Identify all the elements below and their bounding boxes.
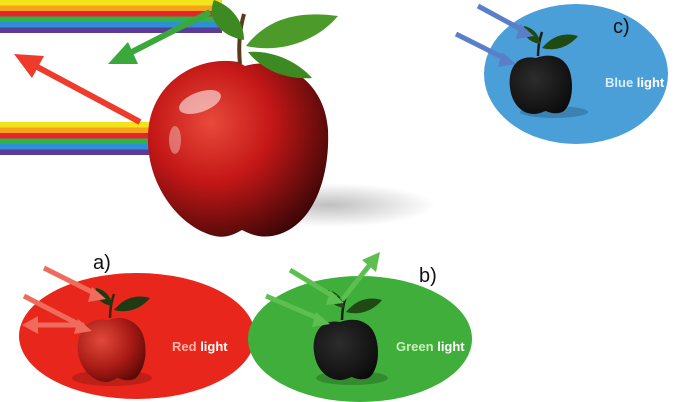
blue-light-light-word: light bbox=[636, 75, 665, 90]
spectrum-incoming-stripe bbox=[0, 127, 150, 133]
panel-a-red-light bbox=[19, 265, 255, 399]
spectrum-band-top bbox=[0, 0, 222, 33]
blue-light-label: Blue light bbox=[605, 76, 664, 89]
spectrum-top-stripe bbox=[0, 27, 222, 33]
panel-label-b: b) bbox=[419, 265, 437, 287]
panel-b-green-light bbox=[248, 252, 472, 402]
reflected-red-arrow bbox=[14, 54, 142, 125]
green-light-light-word: light bbox=[437, 339, 465, 354]
spectrum-top-stripe bbox=[0, 5, 222, 11]
spectrum-top-stripe bbox=[0, 22, 222, 28]
reflected-green-arrow bbox=[108, 9, 212, 64]
spectrum-incoming-stripe bbox=[0, 138, 150, 144]
red-light-light-word: light bbox=[200, 339, 228, 354]
panel-label-c: c) bbox=[613, 16, 630, 38]
red-light-color-word: Red bbox=[172, 339, 197, 354]
spectrum-top-stripe bbox=[0, 0, 222, 6]
spectrum-incoming-stripe bbox=[0, 144, 150, 150]
blue-light-color-word: Blue bbox=[605, 75, 634, 90]
spectrum-incoming-stripe bbox=[0, 149, 150, 155]
red-light-label: Red light bbox=[172, 340, 228, 353]
green-light-label: Green light bbox=[396, 340, 465, 353]
spectrum-incoming-stripe bbox=[0, 133, 150, 139]
green-light-color-word: Green bbox=[396, 339, 434, 354]
panel-label-a: a) bbox=[93, 252, 111, 274]
spectrum-top-stripe bbox=[0, 11, 222, 17]
panel-c-blue-light bbox=[454, 3, 668, 144]
spectrum-incoming-stripe bbox=[0, 122, 150, 128]
main-apple bbox=[147, 0, 435, 237]
spectrum-top-stripe bbox=[0, 16, 222, 22]
spectrum-band-incoming bbox=[0, 122, 150, 155]
